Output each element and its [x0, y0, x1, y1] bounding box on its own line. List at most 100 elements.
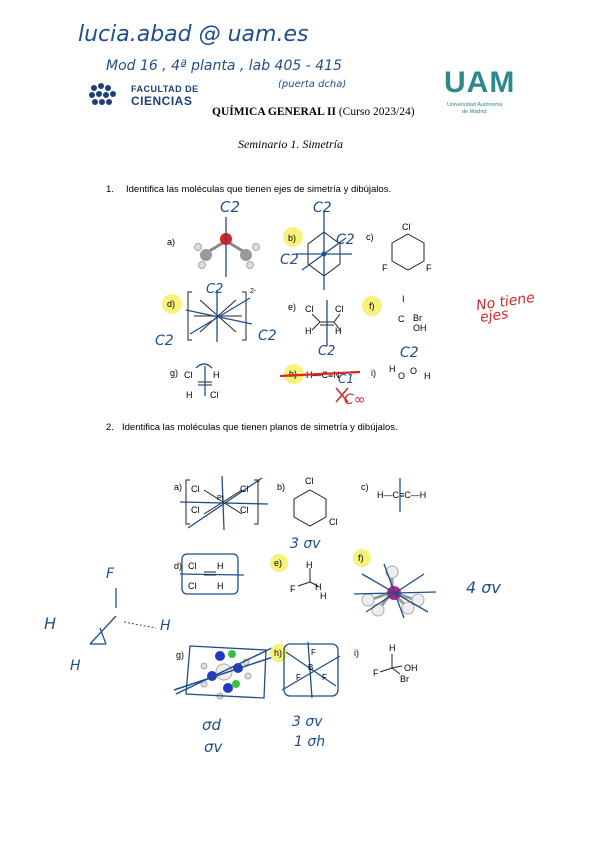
q1-c-f2: F	[426, 263, 432, 273]
q2-h-f2: F	[296, 673, 301, 682]
q2-d-box	[179, 553, 245, 595]
q1-c-f1: F	[382, 263, 388, 273]
q1-e-h2: H	[335, 326, 342, 336]
q1-g-bonds	[195, 363, 213, 396]
q2-i-oh: OH	[404, 663, 418, 673]
q1-g-h1: H	[213, 370, 220, 380]
title-rest: (Curso 2023/24)	[335, 106, 415, 118]
q1-e-bonds	[311, 300, 341, 346]
q1-c-cl: Cl	[402, 222, 411, 232]
q2-label-h: h)	[274, 648, 283, 658]
handwritten-location: Mod 16 , 4ª planta , lab 405 - 415	[106, 58, 342, 74]
sketch-h2: H	[160, 618, 171, 634]
q2-a-pt: Pt	[217, 495, 224, 502]
q2-e-h2: H	[315, 582, 322, 592]
q1-b-molecule	[296, 212, 352, 290]
q1-h-highlight	[284, 364, 304, 384]
q1-label-g: g)	[170, 368, 179, 378]
q2-a-cl2: Cl	[240, 484, 249, 494]
q1-i-h2: H	[424, 371, 431, 381]
q2-h-f1: F	[311, 648, 316, 657]
q2-b-ring	[293, 489, 327, 527]
q1-f-c: C	[398, 314, 405, 324]
q2-h-f3: F	[322, 673, 327, 682]
q2-h-b: B	[308, 663, 314, 672]
handwritten-email: lucia.abad @ uam.es	[78, 22, 309, 47]
q1-e-h1: H	[305, 326, 312, 336]
q1-c-ring	[391, 233, 425, 271]
page-title: QUÍMICA GENERAL II (Curso 2023/24)	[212, 106, 415, 118]
q2-i-br: Br	[400, 674, 409, 684]
q2-g-sigma-v: σv	[204, 738, 223, 756]
page-subtitle: Seminario 1. Simetría	[238, 137, 343, 151]
q2-f-highlight	[353, 549, 371, 567]
q1-f-highlight	[362, 296, 382, 316]
q1-number: 1.	[106, 184, 114, 195]
q1-d-right-axis: C2	[258, 328, 277, 344]
q2-e-h1: H	[306, 560, 313, 570]
q1-no-axes-note-2: ejes	[479, 306, 510, 326]
q1-d-molecule	[185, 290, 253, 342]
q1-d-top-axis: C2	[206, 282, 224, 297]
q2-label-g: g)	[176, 650, 185, 660]
q1-h-formula: H—C≡N	[306, 370, 340, 380]
q1-label-f: f)	[369, 301, 375, 311]
q2-i-f: F	[373, 668, 379, 678]
q2-label-a: a)	[174, 482, 183, 492]
q1-h-strike	[279, 370, 361, 403]
q1-g-h2: H	[186, 390, 193, 400]
faculty-line2: CIENCIAS	[131, 94, 193, 108]
q2-number: 2.	[106, 422, 114, 433]
q1-b-highlight	[283, 227, 303, 247]
q2-f-molecule	[353, 563, 437, 619]
q2-label-b: b)	[277, 482, 286, 492]
q1-f-br: Br	[413, 313, 422, 323]
q1-i-o1: O	[398, 371, 406, 381]
q1-b-top-axis: C2	[313, 200, 332, 216]
q2-label-f: f)	[358, 553, 364, 563]
q1-b-right-axis: C2	[336, 232, 355, 248]
q1-f-oh: OH	[413, 323, 427, 333]
uam-sub2: de Madrid	[462, 109, 487, 115]
q2-label-e: e)	[274, 558, 283, 568]
q2-a-cl1: Cl	[191, 484, 200, 494]
q1-e-cl2: Cl	[335, 304, 344, 314]
q1-a-molecule	[194, 217, 260, 277]
q2-e-h3: H	[320, 591, 327, 601]
handwritten-door: (puerta dcha)	[278, 79, 347, 90]
q2-h-sigma-v: 3 σv	[292, 714, 323, 730]
q2-e-highlight	[270, 554, 288, 572]
q1-label-c: c)	[366, 232, 374, 242]
q1-h-c1: C1	[338, 372, 355, 386]
sketch-h1: H	[44, 614, 57, 633]
q1-i-axis: C2	[400, 345, 419, 361]
faculty-logo-icon	[89, 83, 116, 105]
q2-c-formula: H—C≡C—H	[377, 490, 427, 500]
q1-label-d: d)	[167, 299, 176, 309]
q2-b-cl1: Cl	[305, 476, 314, 486]
q1-i-o2: O	[410, 366, 418, 376]
q2-i-h: H	[389, 643, 396, 653]
q1-d-left-axis: C2	[155, 333, 174, 349]
q2-g-sigma-d: σd	[202, 716, 222, 734]
q2-h-planes	[281, 641, 341, 699]
q1-d-charge: 2-	[250, 288, 257, 295]
q2-e-f: F	[290, 584, 296, 594]
q1-a-axis-label: C2	[220, 198, 241, 216]
q2-f-planes: 4 σv	[466, 578, 501, 597]
q1-f-i: I	[402, 294, 405, 304]
q2-d-cl1: Cl	[188, 561, 197, 571]
q2-d-cl2: Cl	[188, 581, 197, 591]
q1-e-cl1: Cl	[305, 304, 314, 314]
q2-h-sigma-h: 1 σh	[294, 734, 326, 750]
uam-sub1: Universidad Autónoma	[447, 102, 503, 108]
q1-label-h: h)	[289, 369, 298, 379]
q1-d-highlight	[162, 294, 182, 314]
q2-a-cl3: Cl	[191, 505, 200, 515]
q1-g-cl1: Cl	[184, 370, 193, 380]
q2-a-cl4: Cl	[240, 505, 249, 515]
q2-b-planes: 3 σv	[290, 536, 321, 552]
q2-i-bonds	[379, 654, 403, 675]
q2-d-h1: H	[217, 561, 224, 571]
